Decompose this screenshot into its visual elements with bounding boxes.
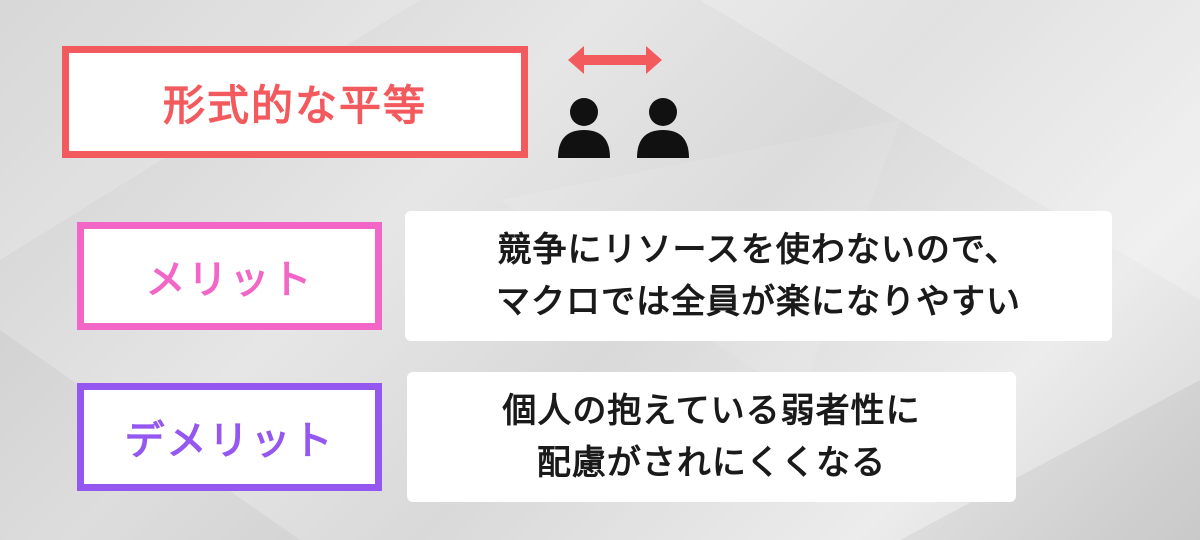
demerit-description-line: 個人の抱えている弱者性に bbox=[502, 391, 921, 431]
person-icon bbox=[558, 98, 610, 158]
double-arrow-icon bbox=[568, 46, 662, 74]
demerit-label-box: デメリット bbox=[77, 383, 382, 491]
merit-description-box: 競争にリソースを使わないので、 マクロでは全員が楽になりやすい bbox=[405, 211, 1112, 341]
merit-description-line: マクロでは全員が楽になりやすい bbox=[496, 282, 1021, 322]
demerit-label: デメリット bbox=[124, 418, 335, 464]
title-text: 形式的な平等 bbox=[162, 80, 427, 130]
merit-label-box: メリット bbox=[77, 222, 382, 330]
person-icon bbox=[637, 98, 689, 158]
title-box: 形式的な平等 bbox=[62, 46, 528, 158]
equality-illustration bbox=[558, 46, 689, 158]
demerit-description-line: 配慮がされにくくなる bbox=[536, 443, 887, 483]
demerit-description-box: 個人の抱えている弱者性に 配慮がされにくくなる bbox=[407, 372, 1016, 502]
merit-label: メリット bbox=[145, 257, 314, 303]
merit-description-line: 競争にリソースを使わないので、 bbox=[497, 230, 1020, 270]
